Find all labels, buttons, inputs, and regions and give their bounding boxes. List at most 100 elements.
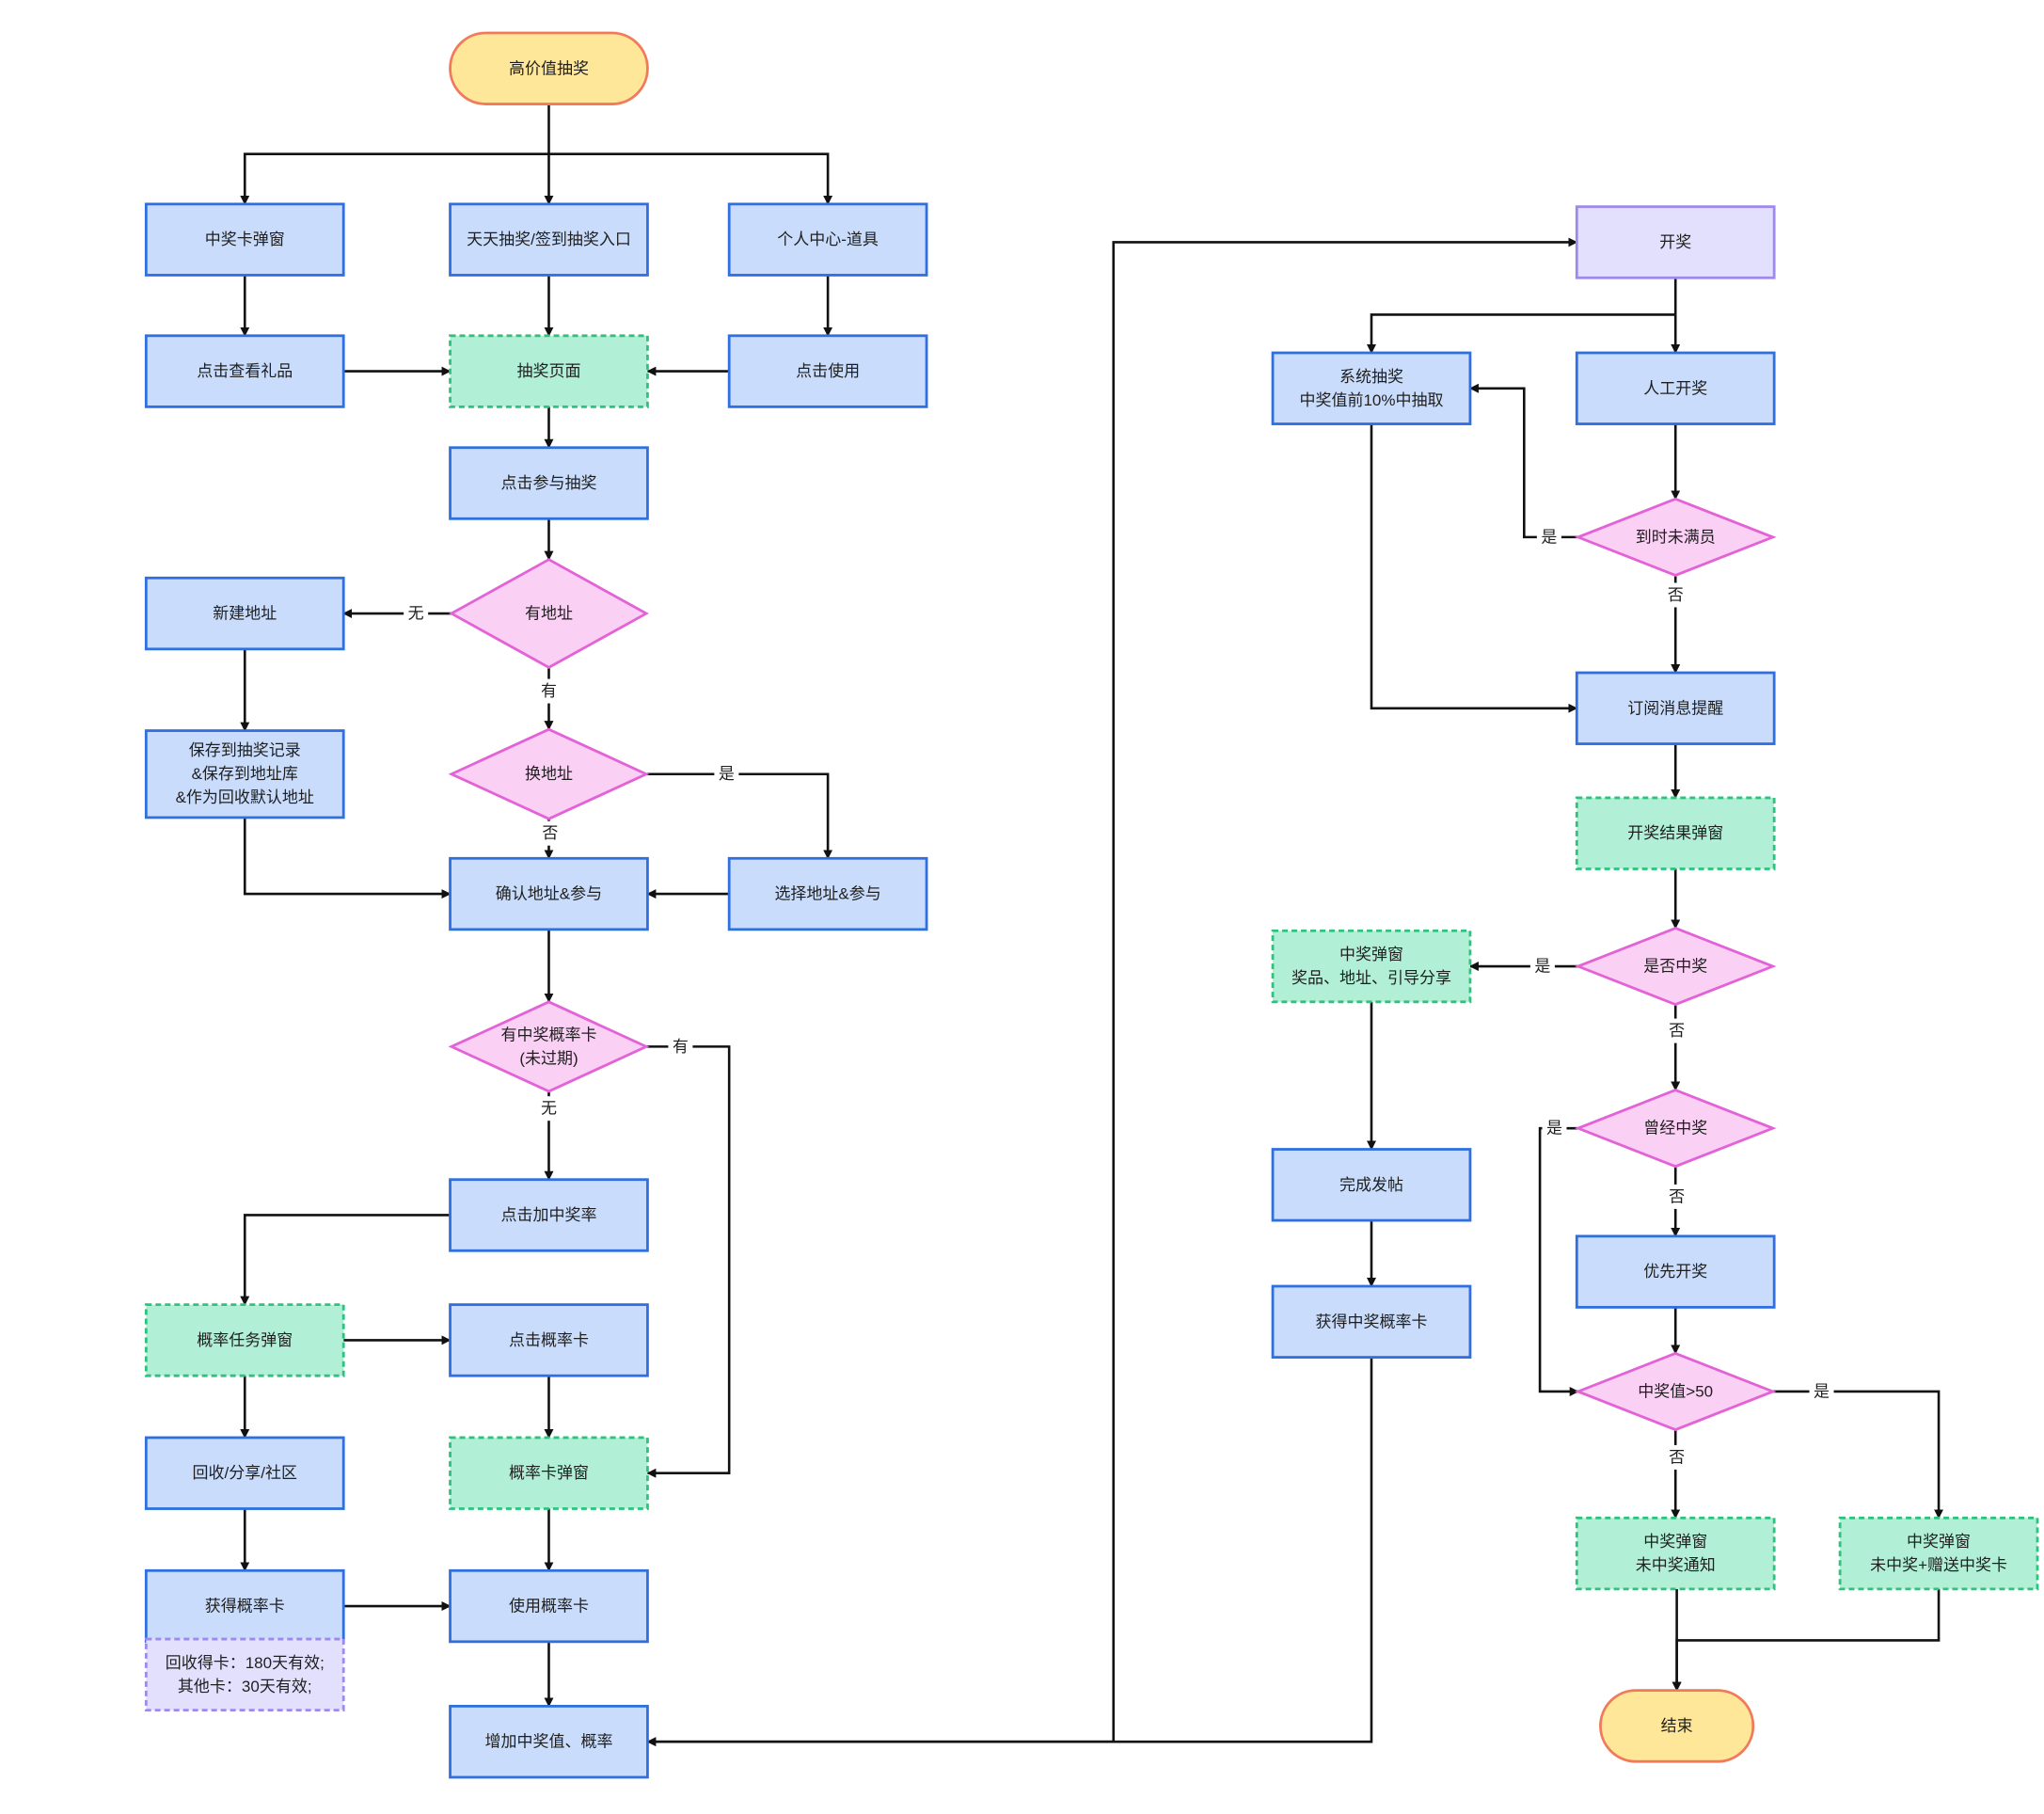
node-shape [1271,351,1472,425]
node-label: 奖品、地址、引导分享 [1291,969,1451,987]
edge-boost-task [240,1214,451,1306]
node-shape [449,446,649,520]
node-label: 概率卡弹窗 [509,1464,589,1482]
node-subscribe: 订阅消息提醒 [1575,671,1776,745]
node-click-use: 点击使用 [727,334,928,408]
node-shape [1574,1089,1777,1169]
node-shape [144,576,345,651]
node-use-card: 使用概率卡 [449,1568,649,1644]
edge-label-text: 否 [1669,1187,1685,1205]
node-shape [449,1178,649,1252]
node-shape [1599,1689,1755,1763]
node-shape [1575,351,1776,425]
node-shape [144,1568,345,1644]
node-shape [144,1637,345,1711]
node-confirm-join: 确认地址&参与 [449,856,649,931]
node-shape [1574,926,1777,1007]
node-label: 点击查看礼品 [197,362,293,380]
nodes: 高价值抽奖中奖卡弹窗天天抽奖/签到抽奖入口个人中心-道具点击查看礼品抽奖页面点击… [144,31,2039,1779]
node-label: 点击概率卡 [509,1331,589,1349]
edge-label-text: 有 [541,682,557,700]
node-has-card: 有中奖概率卡(未过期) [448,1000,650,1093]
node-label: 概率任务弹窗 [197,1331,293,1349]
edge-label-text: 是 [719,765,735,783]
node-label: 有地址 [525,605,573,623]
node-shape [1574,497,1777,577]
edge-label-text: 否 [1669,1022,1685,1040]
node-label: 优先开奖 [1643,1263,1707,1281]
edge-label-bg [714,761,739,787]
node-label: 新建地址 [213,605,277,623]
edge-ever-gt50 [1538,1126,1579,1396]
node-shape [1271,1284,1472,1360]
node-label: 是否中奖 [1643,958,1707,976]
node-new-address: 新建地址 [144,576,345,651]
node-label: 中奖弹窗 [1907,1533,1971,1551]
edge-label-bg [1529,954,1555,979]
node-increase-value: 增加中奖值、概率 [449,1704,649,1779]
edge-label-bg [536,678,562,704]
edge-save-confirm [243,817,452,899]
node-shape [1575,205,1776,279]
edge-label-bg [1542,1116,1567,1141]
node-shape [727,856,928,931]
node-shape [144,1436,345,1510]
edge-label-text: 无 [408,605,424,623]
edge-hascard-cardpopup [646,1045,731,1478]
node-label: 高价值抽奖 [509,59,589,77]
edge-label-lbl-ever-yes: 是 [1542,1116,1567,1141]
node-ever-win: 曾经中奖 [1574,1089,1777,1169]
node-label: 其他卡：30天有效; [178,1678,312,1695]
node-label: 曾经中奖 [1643,1120,1707,1138]
node-label: 中奖卡弹窗 [205,231,285,248]
node-finish-post: 完成发帖 [1271,1148,1472,1222]
edge-label-bg [537,820,562,846]
node-label: 保存到抽奖记录 [189,741,301,759]
edge-system-subscribe [1370,423,1578,713]
node-shape [449,1568,649,1644]
node-change-address: 换地址 [448,727,650,820]
node-card-popup: 概率卡弹窗 [449,1436,649,1510]
node-priority-draw: 优先开奖 [1575,1234,1776,1309]
node-label: 未中奖+赠送中奖卡 [1870,1556,2007,1574]
node-lottery-page: 抽奖页面 [449,334,649,408]
node-save-record: 保存到抽奖记录&保存到地址库&作为回收默认地址 [144,729,345,819]
node-label: 开奖结果弹窗 [1627,824,1723,842]
edge-label-lbl-gt50-no: 否 [1664,1444,1689,1470]
edge-label-lbl-change-no: 否 [537,820,562,846]
node-label: 点击使用 [796,361,860,380]
edge-label-lbl-change-yes: 是 [714,761,739,787]
node-shape [1271,1148,1472,1222]
node-shape [449,1704,649,1779]
edge-label-bg [668,1034,693,1059]
edge-start-personal [548,152,833,205]
edge-label-text: 否 [542,824,558,842]
edge-notfull-system [1468,383,1578,539]
edge-label-lbl-has-addr: 有 [536,678,562,704]
node-view-gift: 点击查看礼品 [144,334,345,408]
edge-label-text: 是 [1814,1382,1830,1400]
node-label: 回收得卡：180天有效; [166,1654,325,1672]
node-label: 中奖弹窗 [1339,946,1403,963]
node-label: 获得中奖概率卡 [1315,1313,1427,1330]
edge-gift-end [1672,1588,1941,1692]
node-label: 换地址 [525,765,573,783]
node-get-card: 获得概率卡 [144,1568,345,1644]
edge-label-text: 是 [1546,1120,1562,1138]
node-not-full: 到时未满员 [1574,497,1777,577]
node-end: 结束 [1599,1689,1755,1763]
edge-label-bg [1664,1184,1689,1209]
node-personal-center: 个人中心-道具 [727,202,928,277]
node-join-lottery: 点击参与抽奖 [449,446,649,520]
node-shape [449,334,649,408]
node-shape [449,1303,649,1377]
edge-label-bg [1809,1378,1834,1404]
node-shape [727,334,928,408]
node-shape [1838,1516,2039,1591]
edge-label-lbl-gt50-yes: 是 [1809,1378,1834,1404]
node-shape [449,202,649,277]
